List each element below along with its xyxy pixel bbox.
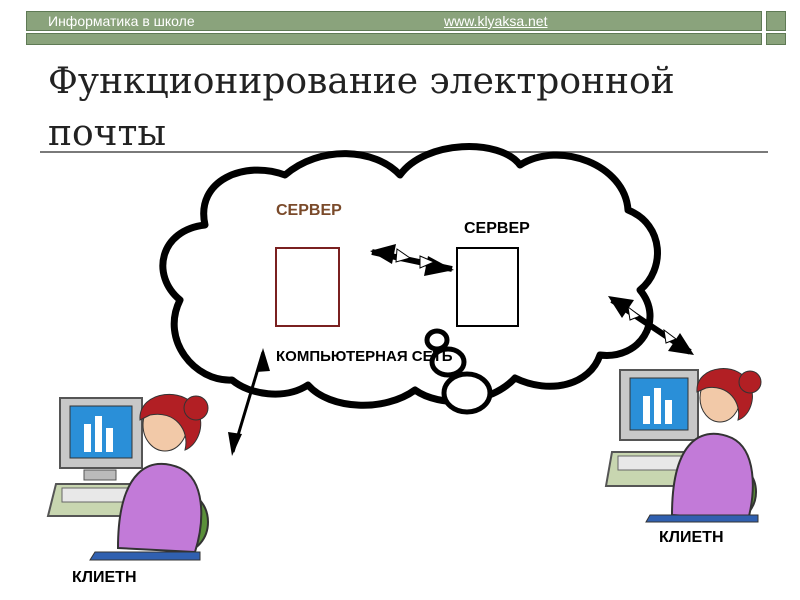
client-left-arrow [228,348,270,456]
client-right-icon [604,368,762,523]
header-square [766,11,786,31]
page-title: Функционирование электронной почты [48,61,675,154]
cloud-bubble [441,371,493,415]
network-label: КОМПЬЮТЕРНАЯ СЕТЬ [276,348,453,365]
client-right-arrow [608,296,694,355]
server-box-right [456,247,519,327]
title-divider [40,151,768,153]
header-square [766,33,786,45]
client-left-icon [46,393,209,561]
client-label-left: КЛИЕТН [72,569,137,586]
server-label-right: СЕРВЕР [464,220,530,237]
server-box-left [275,247,340,327]
server-label-left: СЕРВЕР [276,202,342,219]
server-link-arrow [370,244,454,276]
network-cloud [159,143,661,409]
header-bar [26,11,762,31]
cloud-bubble [424,328,450,352]
site-name: Информатика в школе [48,13,195,29]
site-url-link[interactable]: www.klyaksa.net [444,13,548,29]
header-strip [26,33,762,45]
client-label-right: КЛИЕТН [659,529,724,546]
cloud-bubble [429,346,467,378]
